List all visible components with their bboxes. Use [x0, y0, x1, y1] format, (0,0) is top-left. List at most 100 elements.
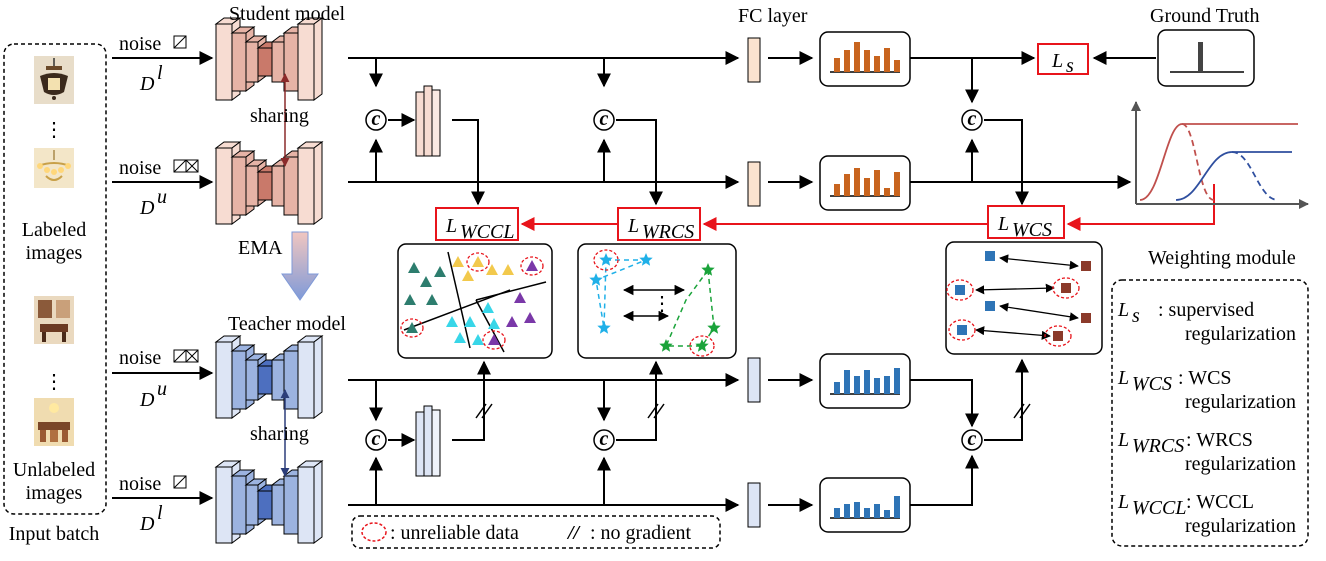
- ground-truth-box: [1157, 29, 1255, 87]
- student-row2-input: noise D u: [112, 157, 214, 219]
- unreliable-marker: [520, 256, 544, 276]
- unlabeled-dots: ⋮: [44, 371, 64, 393]
- weight-curve-red-solid: [1139, 123, 1298, 201]
- teacher-row1-input: noise D u: [112, 347, 214, 411]
- hist-bar: [834, 58, 840, 72]
- student-network-2: [214, 141, 324, 225]
- unreliable-marker: [1044, 325, 1072, 347]
- hist-bar: [854, 168, 860, 196]
- concat-symbol: c: [968, 108, 977, 130]
- feature-star: [701, 263, 715, 276]
- feature-square: [1081, 261, 1091, 271]
- concat-node: c: [593, 428, 615, 451]
- svg-text:L: L: [1117, 491, 1129, 513]
- bottom-legend: : unreliable data // : no gradient: [351, 515, 721, 549]
- teacher-row2-input: noise D l: [112, 473, 214, 535]
- feature-star: [707, 321, 721, 334]
- feature-triangle: [464, 316, 476, 327]
- hist-bar: [894, 172, 900, 196]
- unreliable-marker: [1052, 277, 1080, 299]
- hist-bar: [884, 188, 890, 196]
- hist-bar: [844, 504, 850, 518]
- hist-bar: [854, 502, 860, 518]
- concat-feature-block-teacher: [415, 405, 441, 477]
- hist-bar: [834, 184, 840, 196]
- feature-triangle: [506, 316, 518, 327]
- feature-star: [639, 253, 653, 266]
- svg-text:: supervised: : supervised: [1158, 299, 1254, 321]
- concat-symbol: c: [372, 428, 381, 450]
- teacher-histogram-1: [819, 353, 911, 409]
- svg-text:s: s: [1066, 55, 1074, 77]
- hist-bar: [884, 376, 890, 394]
- concat-node: c: [961, 108, 983, 131]
- noise-icon: [173, 35, 187, 49]
- feature-square: [957, 325, 967, 335]
- svg-text:L: L: [627, 215, 639, 237]
- feature-triangle: [454, 332, 466, 343]
- prediction-histograms: [819, 31, 911, 533]
- svg-text:regularization: regularization: [1185, 453, 1296, 475]
- student-network-1: [214, 17, 324, 101]
- svg-text:regularization: regularization: [1185, 391, 1296, 413]
- feature-star: [597, 321, 611, 334]
- svg-text:L: L: [1117, 429, 1129, 451]
- feature-triangle: [434, 266, 446, 277]
- unlabeled-image-2: [34, 398, 74, 446]
- unreliable-marker: [689, 335, 715, 357]
- concat-symbol: c: [968, 428, 977, 450]
- svg-text:regularization: regularization: [1185, 515, 1296, 537]
- hist-bar: [864, 370, 870, 394]
- feature-triangle: [472, 256, 484, 267]
- teacher-sharing-label: sharing: [250, 423, 309, 445]
- feature-triangle: [452, 256, 464, 267]
- feature-triangle: [488, 334, 500, 345]
- concat-symbol: c: [600, 428, 609, 450]
- hist-bar: [884, 510, 890, 518]
- concat-symbol: c: [600, 108, 609, 130]
- hist-bar: [874, 504, 880, 518]
- student-sharing-label: sharing: [250, 105, 309, 127]
- teacher-row1-sup: u: [157, 378, 167, 400]
- hist-bar: [874, 378, 880, 394]
- labeled-images-caption-1: Labeled: [22, 219, 86, 241]
- labeled-image-2: [34, 148, 74, 188]
- svg-text:WCS: WCS: [1132, 373, 1172, 395]
- feature-triangle: [472, 334, 484, 345]
- fc-layer-label: FC layer: [738, 5, 808, 27]
- noise-icon: [173, 475, 187, 489]
- feature-triangle: [406, 322, 418, 333]
- weight-curve-red-dashed: [1181, 123, 1215, 201]
- student-row1-sup: l: [157, 62, 163, 84]
- ground-truth-bar: [1198, 42, 1203, 72]
- hist-bar: [864, 50, 870, 72]
- student-row2-noise: noise: [119, 157, 161, 179]
- noise-icon: [173, 349, 199, 363]
- feature-square: [985, 251, 995, 261]
- hist-bar: [854, 42, 860, 72]
- feature-square: [985, 301, 995, 311]
- hist-bar: [844, 370, 850, 394]
- student-row1-data: D: [139, 73, 155, 95]
- unlabeled-images-caption-1: Unlabeled: [13, 459, 95, 481]
- student-row1-input: noise D l: [112, 33, 214, 95]
- hist-bar: [834, 382, 840, 394]
- input-batch-label: Input batch: [9, 523, 100, 545]
- svg-text:: WCS: : WCS: [1178, 367, 1232, 389]
- teacher-row2-noise: noise: [119, 473, 161, 495]
- feature-triangle: [526, 260, 538, 271]
- no-gradient-legend-symbol: //: [566, 522, 582, 544]
- feature-triangle: [488, 318, 500, 329]
- input-batch-frame: [3, 43, 107, 515]
- teacher-model-title: Teacher model: [228, 313, 346, 335]
- hist-bar: [894, 368, 900, 394]
- feature-star: [589, 273, 603, 286]
- hist-bar: [834, 508, 840, 518]
- concat-node: c: [961, 428, 983, 451]
- ls-loss-box: L s: [1037, 43, 1089, 77]
- fc-layer-student-1: [747, 37, 761, 83]
